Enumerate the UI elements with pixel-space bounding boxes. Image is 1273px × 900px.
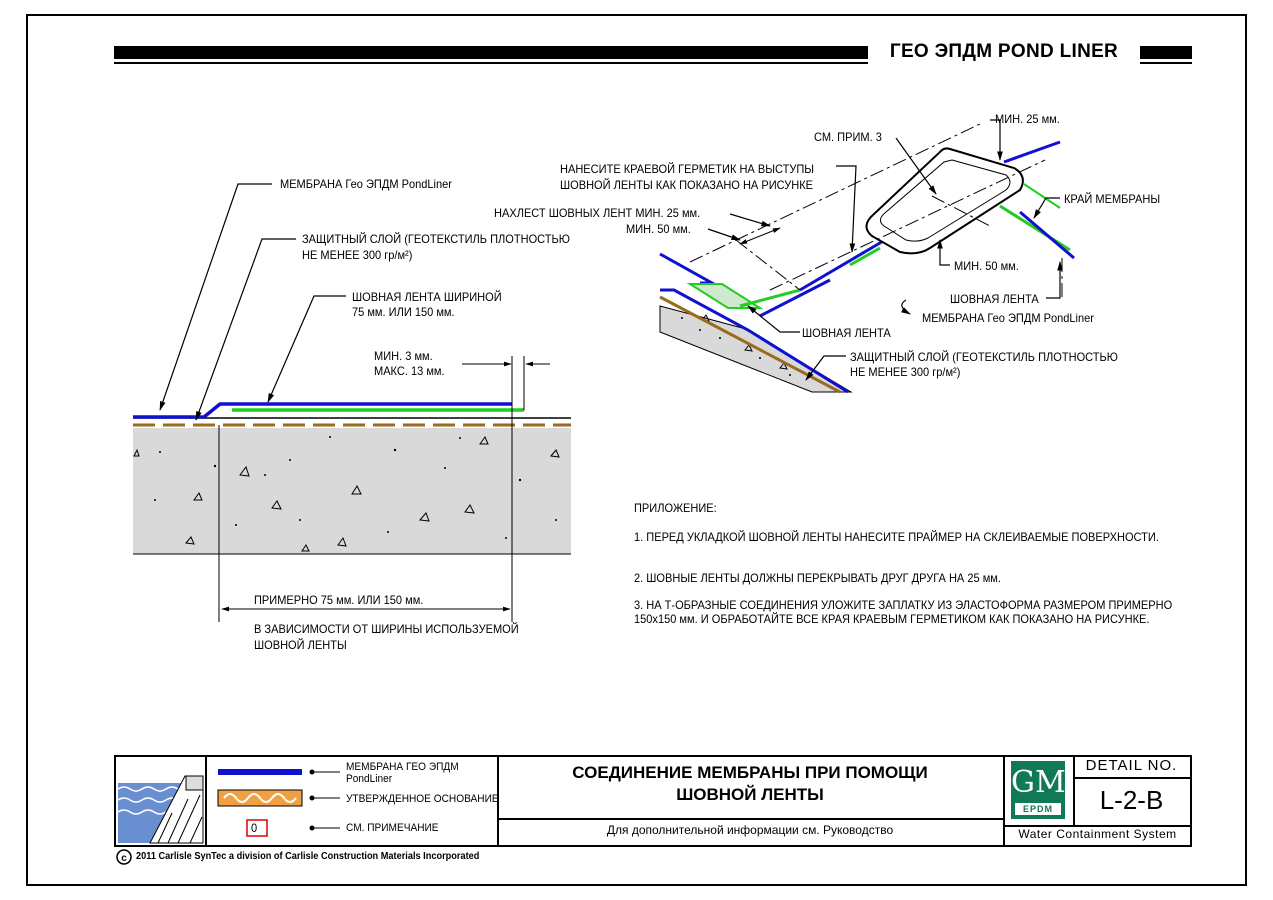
label-depends-1: В ЗАВИСИМОСТИ ОТ ШИРИНЫ ИСПОЛЬЗУЕМОЙ: [254, 622, 519, 636]
note-2: 2. ШОВНЫЕ ЛЕНТЫ ДОЛЖНЫ ПЕРЕКРЫВАТЬ ДРУГ …: [634, 571, 1001, 585]
label-max-13: МАКС. 13 мм.: [374, 364, 445, 378]
label-tape-right: ШОВНАЯ ЛЕНТА: [950, 292, 1039, 306]
copyright-symbol: c: [121, 853, 127, 864]
title-block-title-cell: [114, 755, 1005, 847]
label-approx-width: ПРИМЕРНО 75 мм. ИЛИ 150 мм.: [254, 593, 424, 607]
drawing-title: СОЕДИНЕНИЕ МЕМБРАНЫ ПРИ ПОМОЩИ ШОВНОЙ ЛЕ…: [497, 762, 1003, 806]
label-min25-top: МИН. 25 мм.: [995, 112, 1060, 126]
legend-membrane-2: PondLiner: [346, 773, 393, 785]
label-tape-2: 75 мм. ИЛИ 150 мм.: [352, 305, 455, 319]
title-block-legend-cell: [114, 755, 499, 847]
title-divider: [497, 818, 1003, 820]
isometric-detail: [659, 119, 1075, 394]
label-membrane: МЕМБРАНА Гео ЭПДМ PondLiner: [280, 177, 452, 191]
note-1: 1. ПЕРЕД УКЛАДКОЙ ШОВНОЙ ЛЕНТЫ НАНЕСИТЕ …: [634, 530, 1159, 544]
label-protective-1: ЗАЩИТНЫЙ СЛОЙ (ГЕОТЕКСТИЛЬ ПЛОТНОСТЬЮ: [302, 232, 570, 246]
legend-note: СМ. ПРИМЕЧАНИЕ: [346, 822, 439, 834]
label-apply-1: НАНЕСИТЕ КРАЕВОЙ ГЕРМЕТИК НА ВЫСТУПЫ: [560, 162, 815, 176]
aggregate-dots: [154, 436, 557, 539]
detail-label: DETAIL NO.: [1085, 757, 1178, 774]
concrete-base: [133, 428, 571, 554]
label-min50-bottom: МИН. 50 мм.: [954, 259, 1019, 273]
detail-number: L-2-B: [1099, 785, 1164, 815]
logo-text: GM: [1011, 765, 1066, 800]
system-name: Water Containment System: [1018, 827, 1177, 841]
title-block-thumb-cell: [114, 755, 207, 847]
notes-heading: ПРИЛОЖЕНИЕ:: [634, 501, 717, 515]
legend-note-marker: 0: [251, 821, 258, 835]
aggregate-texture: [133, 435, 560, 552]
membrane-iso: [660, 288, 849, 394]
membrane-upper: [202, 402, 512, 419]
label-overlap: НАХЛЕСТ ШОВНЫХ ЛЕНТ МИН. 25 мм.: [494, 206, 701, 220]
note-3: 3. НА Т-ОБРАЗНЫЕ СОЕДИНЕНИЯ УЛОЖИТЕ ЗАПЛ…: [634, 598, 1173, 626]
label-protective-right-2: НЕ МЕНЕЕ 300 гр/м²): [850, 365, 961, 379]
drawing-frame: [26, 14, 1247, 886]
drawing-title-line2: ШОВНОЙ ЛЕНТЫ: [676, 785, 824, 804]
label-membrane-right: МЕМБРАНА Гео ЭПДМ PondLiner: [922, 311, 1094, 325]
label-apply-2: ШОВНОЙ ЛЕНТЫ КАК ПОКАЗАНО НА РИСУНКЕ: [560, 178, 814, 192]
label-depends-2: ШОВНОЙ ЛЕНТЫ: [254, 638, 347, 652]
label-tape-1: ШОВНАЯ ЛЕНТА ШИРИНОЙ: [352, 290, 502, 304]
drawing-subtitle: Для дополнительной информации см. Руково…: [606, 823, 894, 837]
title-block-logo-cell: [114, 755, 1075, 827]
label-min-3: МИН. 3 мм.: [374, 349, 433, 363]
detail-divider: [1073, 777, 1192, 779]
label-protective-2: НЕ МЕНЕЕ 300 гр/м²): [302, 248, 413, 262]
section-detail: [133, 183, 571, 622]
logo-sub: EPDM: [1015, 803, 1061, 815]
label-edge: КРАЙ МЕМБРАНЫ: [1064, 192, 1161, 206]
header-title: ГЕО ЭПДМ POND LINER: [868, 40, 1140, 64]
legend-base: УТВЕРЖДЕННОЕ ОСНОВАНИЕ: [346, 793, 499, 805]
label-see-note: СМ. ПРИМ. 3: [814, 130, 882, 144]
label-protective-right-1: ЗАЩИТНЫЙ СЛОЙ (ГЕОТЕКСТИЛЬ ПЛОТНОСТЬЮ: [850, 350, 1118, 364]
legend-membrane-1: МЕМБРАНА ГЕО ЭПДМ: [346, 761, 459, 773]
label-tape-left: ШОВНАЯ ЛЕНТА: [802, 326, 891, 340]
title-block: [114, 755, 1192, 847]
copyright-icon: [116, 849, 132, 865]
patch: [865, 147, 1024, 255]
system-divider: [1003, 825, 1192, 827]
gm-logo: GM EPDM: [1011, 761, 1066, 819]
label-min50-left: МИН. 50 мм.: [626, 222, 691, 236]
copyright-text: 2011 Carlisle SynTec a division of Carli…: [136, 851, 480, 862]
drawing-title-line1: СОЕДИНЕНИЕ МЕМБРАНЫ ПРИ ПОМОЩИ: [572, 763, 928, 782]
header-rule: [114, 62, 1192, 64]
pond-thumbnail: [117, 759, 204, 844]
legend-graphics: [217, 769, 340, 837]
